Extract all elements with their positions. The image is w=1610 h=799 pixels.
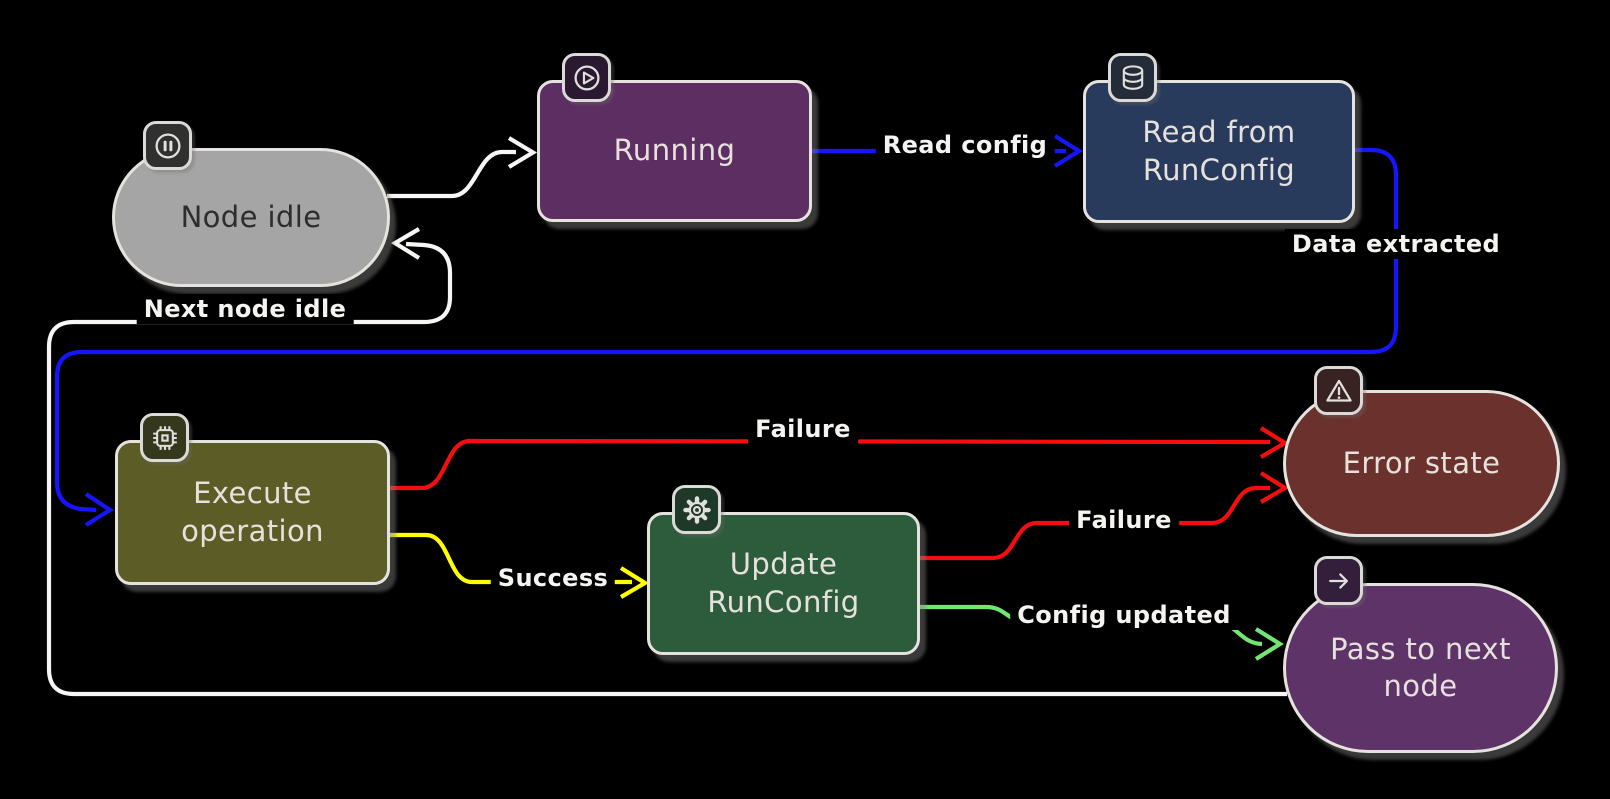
play-icon: [573, 64, 600, 91]
node-pass-next-node: Pass to next node: [1283, 556, 1558, 753]
edge-read-to-execute: [54, 147, 1399, 513]
warning-icon-badge: [1314, 366, 1363, 415]
cpu-icon-badge: [140, 413, 189, 462]
database-icon: [1122, 64, 1143, 90]
edge-label-read-config: Read config: [875, 130, 1055, 160]
warning-icon: [1325, 379, 1352, 402]
arrow-right-icon-badge: [1314, 556, 1363, 605]
node-running: Running: [537, 53, 812, 222]
node-label: Read from RunConfig: [1142, 115, 1296, 187]
node-update-runconfig: Update RunConfig: [647, 485, 920, 655]
node-node-idle: Node idle: [112, 121, 390, 287]
edge-label-failure-1: Failure: [748, 414, 858, 444]
arrowhead-read-to-execute: [84, 492, 114, 527]
arrowhead-idle-to-running: [507, 136, 538, 169]
play-icon-badge: [562, 53, 611, 102]
node-error-state: Error state: [1283, 366, 1560, 537]
node-label: Pass to next node: [1330, 631, 1511, 703]
edge-execute-to-error: [390, 438, 1271, 491]
pause-icon: [154, 132, 181, 159]
arrowhead-update-to-error: [1259, 471, 1290, 504]
arrowhead-running-to-read: [1053, 134, 1083, 168]
node-label: Running: [613, 133, 736, 168]
edge-label-success: Success: [490, 563, 616, 593]
cpu-icon: [152, 425, 177, 450]
node-label: Execute operation: [181, 476, 324, 548]
arrow-right-icon: [1328, 572, 1348, 589]
edge-label-data-extracted: Data extracted: [1284, 229, 1508, 259]
edge-label-next-node-idle: Next node idle: [136, 294, 354, 324]
arrowhead-update-to-pass: [1254, 627, 1284, 661]
arrowhead-execute-to-update: [619, 566, 650, 599]
node-execute-operation: Execute operation: [115, 413, 390, 585]
pause-icon-badge: [143, 121, 192, 170]
node-label: Error state: [1342, 445, 1501, 480]
arrowhead-pass-to-idle: [390, 227, 421, 260]
node-read-runconfig: Read from RunConfig: [1083, 53, 1355, 223]
edge-label-failure-2: Failure: [1069, 505, 1179, 535]
edge-idle-to-running: [387, 149, 516, 199]
gear-icon: [682, 495, 711, 524]
node-label: Node idle: [180, 199, 322, 234]
edge-execute-to-update: [390, 532, 632, 585]
node-label: Update RunConfig: [707, 547, 860, 619]
edge-label-config-updated: Config updated: [1010, 600, 1238, 630]
database-icon-badge: [1108, 53, 1157, 102]
gear-icon-badge: [672, 485, 721, 534]
